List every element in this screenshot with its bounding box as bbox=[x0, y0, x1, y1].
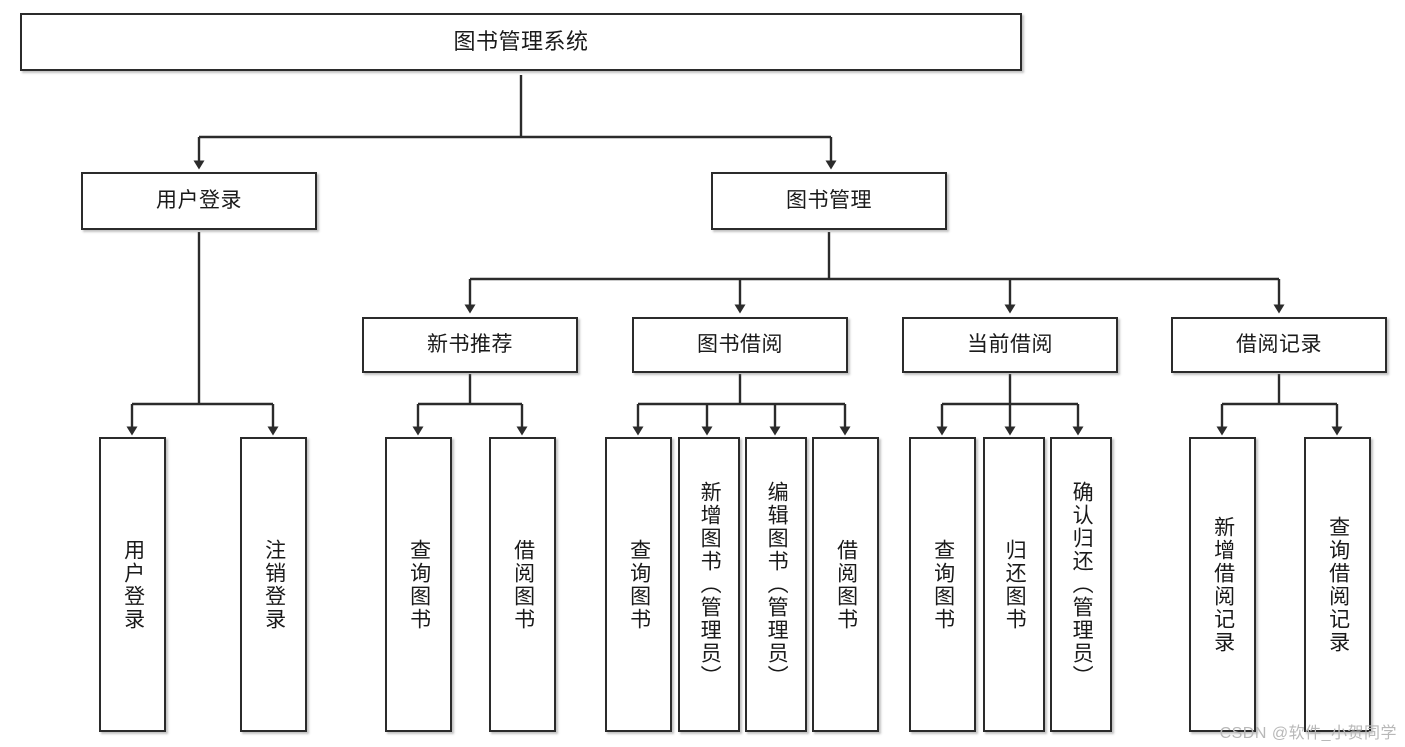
node-label: 图书管理 bbox=[786, 188, 872, 212]
node-label: 归还图书 bbox=[1003, 538, 1027, 631]
leaf-user-login[interactable]: 用户登录 bbox=[99, 437, 166, 732]
leaf-query-book-new[interactable]: 查询图书 bbox=[385, 437, 452, 732]
node-label: 查询图书 bbox=[931, 538, 955, 631]
node-label: 编辑图书（管理员） bbox=[765, 481, 789, 688]
node-label: 图书管理系统 bbox=[453, 29, 589, 55]
node-borrow-record[interactable]: 借阅记录 bbox=[1171, 317, 1387, 373]
node-label: 查询图书 bbox=[407, 538, 431, 631]
leaf-edit-book-admin[interactable]: 编辑图书（管理员） bbox=[745, 437, 807, 732]
node-label: 借阅图书 bbox=[834, 538, 858, 631]
node-label: 当前借阅 bbox=[967, 332, 1053, 356]
node-root-book-management-system[interactable]: 图书管理系统 bbox=[20, 13, 1022, 71]
leaf-add-book-admin[interactable]: 新增图书（管理员） bbox=[678, 437, 740, 732]
node-new-book-recommend[interactable]: 新书推荐 bbox=[362, 317, 578, 373]
node-label: 借阅图书 bbox=[511, 538, 535, 631]
node-label: 图书借阅 bbox=[697, 332, 783, 356]
node-book-management[interactable]: 图书管理 bbox=[711, 172, 947, 230]
watermark: CSDN @软件_小贺同学 bbox=[1219, 725, 1397, 742]
node-label: 借阅记录 bbox=[1236, 332, 1322, 356]
node-label: 新增借阅记录 bbox=[1211, 515, 1235, 654]
leaf-borrow-book-new[interactable]: 借阅图书 bbox=[489, 437, 556, 732]
node-label: 用户登录 bbox=[121, 538, 145, 631]
leaf-logout[interactable]: 注销登录 bbox=[240, 437, 307, 732]
node-current-borrow[interactable]: 当前借阅 bbox=[902, 317, 1118, 373]
node-book-borrow[interactable]: 图书借阅 bbox=[632, 317, 848, 373]
leaf-query-book-borrow[interactable]: 查询图书 bbox=[605, 437, 672, 732]
leaf-borrow-book[interactable]: 借阅图书 bbox=[812, 437, 879, 732]
leaf-add-borrow-record[interactable]: 新增借阅记录 bbox=[1189, 437, 1256, 732]
node-label: 新书推荐 bbox=[427, 332, 513, 356]
node-label: 注销登录 bbox=[262, 538, 286, 631]
leaf-return-book[interactable]: 归还图书 bbox=[983, 437, 1045, 732]
node-label: 查询借阅记录 bbox=[1326, 515, 1350, 654]
leaf-query-book-current[interactable]: 查询图书 bbox=[909, 437, 976, 732]
node-user-login[interactable]: 用户登录 bbox=[81, 172, 317, 230]
node-label: 用户登录 bbox=[156, 188, 242, 212]
node-label: 确认归还（管理员） bbox=[1070, 481, 1094, 688]
leaf-query-borrow-record[interactable]: 查询借阅记录 bbox=[1304, 437, 1371, 732]
leaf-confirm-return-admin[interactable]: 确认归还（管理员） bbox=[1050, 437, 1112, 732]
node-label: 查询图书 bbox=[627, 538, 651, 631]
node-label: 新增图书（管理员） bbox=[698, 481, 722, 688]
